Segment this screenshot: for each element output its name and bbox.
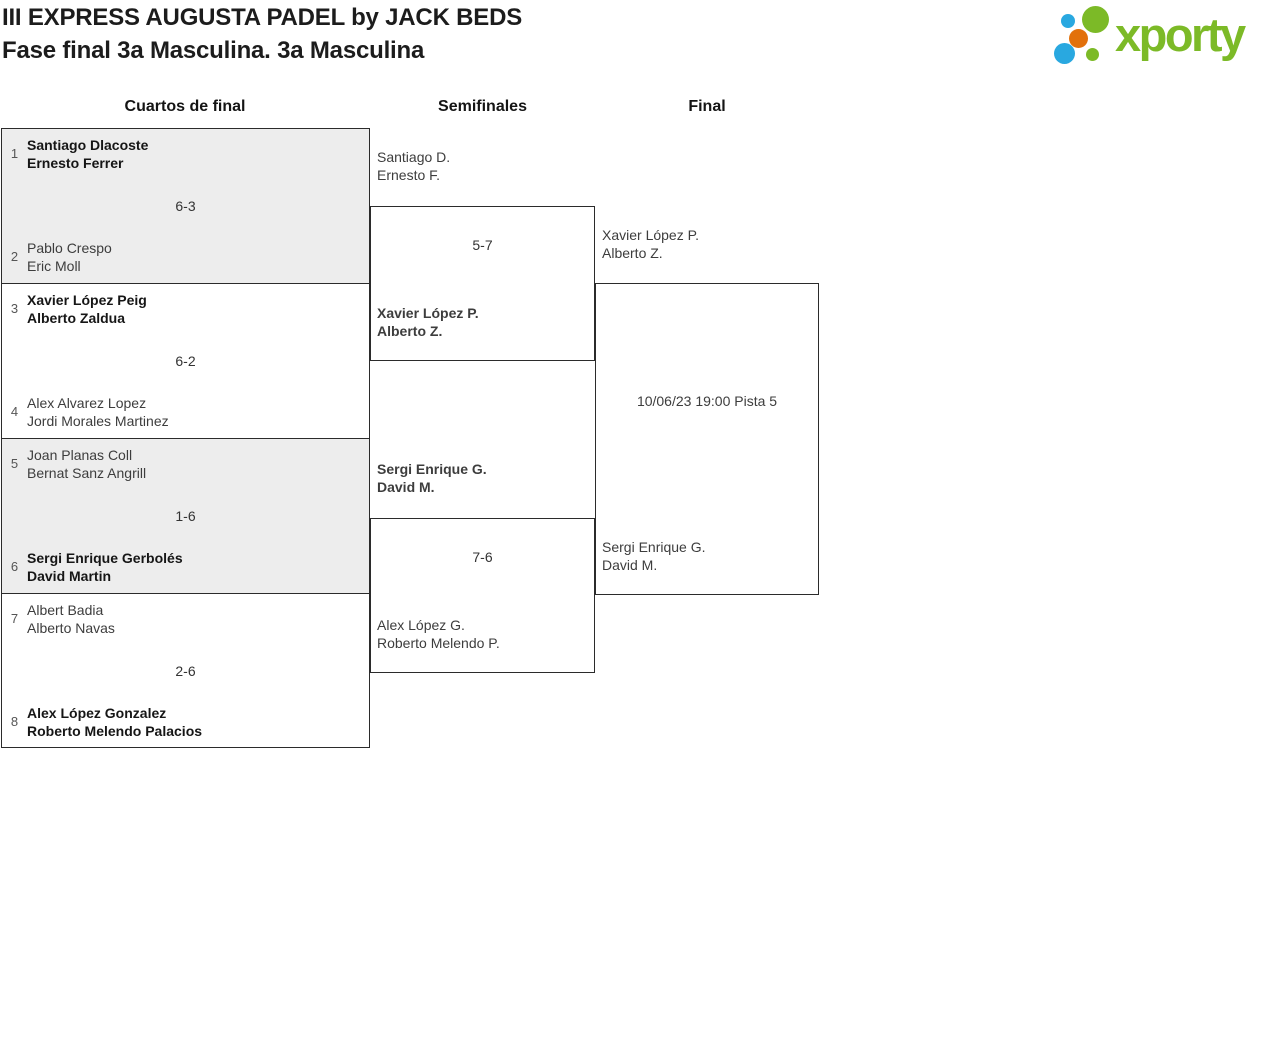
player-name: Sergi Enrique G. [602,539,706,555]
sf1-bottom-team: Xavier López P. Alberto Z. [377,304,479,340]
team-pair: Pablo Crespo Eric Moll [27,239,112,275]
logo-wordmark: xporty [1115,8,1246,61]
quarterfinal-match-1: 1 Santiago Dlacoste Ernesto Ferrer 6-3 2… [1,128,370,283]
player-name: Alberto Z. [602,245,663,261]
seed-number: 4 [10,404,19,419]
player-name: Alberto Navas [27,620,115,636]
seed-number: 5 [10,456,19,471]
sf1-top-team: Santiago D. Ernesto F. [377,148,450,184]
player-name: Alberto Z. [377,323,443,339]
qf-divider-1 [1,283,370,284]
player-name: Ernesto F. [377,167,441,183]
qf-match1-background [1,128,370,283]
player-name: David M. [602,557,658,573]
round-header-quarterfinals: Cuartos de final [124,98,246,115]
match-score: 6-3 [175,198,196,214]
player-name: Ernesto Ferrer [27,155,124,171]
sf1-score: 5-7 [472,237,493,253]
player-name: Alex López Gonzalez [27,705,167,721]
team-pair: Santiago Dlacoste Ernesto Ferrer [27,136,148,172]
logo-dot-blue-small-icon [1061,14,1075,28]
player-name: Santiago Dlacoste [27,137,149,153]
player-name: Xavier López Peig [27,292,147,308]
player-name: Roberto Melendo Palacios [27,723,203,739]
player-name: Albert Badia [27,602,104,618]
team-pair: Alex López Gonzalez Roberto Melendo Pala… [27,704,202,740]
match-score: 6-2 [175,353,196,369]
quarterfinal-match-3: 5 Joan Planas Coll Bernat Sanz Angrill 1… [1,438,370,593]
seed-number: 2 [10,249,19,264]
seed-number: 6 [10,559,19,574]
logo-dot-green-large-icon [1082,6,1109,33]
player-name: David M. [377,479,435,495]
player-name: Xavier López P. [602,227,700,243]
page-title: III EXPRESS AUGUSTA PADEL by JACK BEDS F… [2,1,522,67]
team-pair: Sergi Enrique Gerbolés David Martin [27,549,183,585]
team-pair: Joan Planas Coll Bernat Sanz Angrill [27,446,146,482]
round-header-semifinals: Semifinales [438,98,527,115]
quarterfinal-match-4: 7 Albert Badia Alberto Navas 2-6 8 Alex … [1,593,370,748]
team-pair: Alex Alvarez Lopez Jordi Morales Martine… [27,394,169,430]
player-name: Pablo Crespo [27,240,112,256]
match-score: 2-6 [175,663,196,679]
quarterfinal-match-2: 3 Xavier López Peig Alberto Zaldua 6-2 4… [1,283,370,438]
player-name: Alex Alvarez Lopez [27,395,147,411]
final-bottom-team: Sergi Enrique G. David M. [602,538,706,574]
qf-match3-background [1,438,370,593]
final-top-team: Xavier López P. Alberto Z. [602,226,699,262]
player-name: Alex López G. [377,617,465,633]
seed-number: 1 [10,146,19,161]
seed-number: 7 [10,611,19,626]
player-name: David Martin [27,568,112,584]
sf2-bottom-team: Alex López G. Roberto Melendo P. [377,616,500,652]
player-name: Alberto Zaldua [27,310,126,326]
tournament-name: III EXPRESS AUGUSTA PADEL by JACK BEDS [2,4,523,31]
logo-dot-green-small-icon [1086,48,1099,61]
logo-dot-orange-icon [1069,29,1088,48]
player-name: Sergi Enrique Gerbolés [27,550,183,566]
semifinal-match-2-box [370,518,595,673]
semifinal-match-1-box [370,206,595,361]
player-name: Sergi Enrique G. [377,461,487,477]
player-name: Eric Moll [27,258,81,274]
player-name: Xavier López P. [377,305,479,321]
team-pair: Albert Badia Alberto Navas [27,601,115,637]
final-schedule: 10/06/23 19:00 Pista 5 [636,393,778,409]
sf2-top-team: Sergi Enrique G. David M. [377,460,487,496]
phase-subtitle: Fase final 3a Masculina. 3a Masculina [2,37,425,64]
player-name: Santiago D. [377,149,451,165]
qf-divider-2 [1,438,370,439]
seed-number: 8 [10,714,19,729]
seed-number: 3 [10,301,19,316]
sf2-score: 7-6 [472,549,493,565]
player-name: Jordi Morales Martinez [27,413,169,429]
qf-divider-3 [1,593,370,594]
player-name: Bernat Sanz Angrill [27,465,147,481]
player-name: Joan Planas Coll [27,447,133,463]
round-header-final: Final [688,98,726,115]
team-pair: Xavier López Peig Alberto Zaldua [27,291,147,327]
player-name: Roberto Melendo P. [377,635,500,651]
final-match-box [595,283,819,595]
xporty-logo[interactable]: xporty [1045,5,1277,71]
match-score: 1-6 [175,508,196,524]
logo-dot-blue-large-icon [1054,43,1075,64]
